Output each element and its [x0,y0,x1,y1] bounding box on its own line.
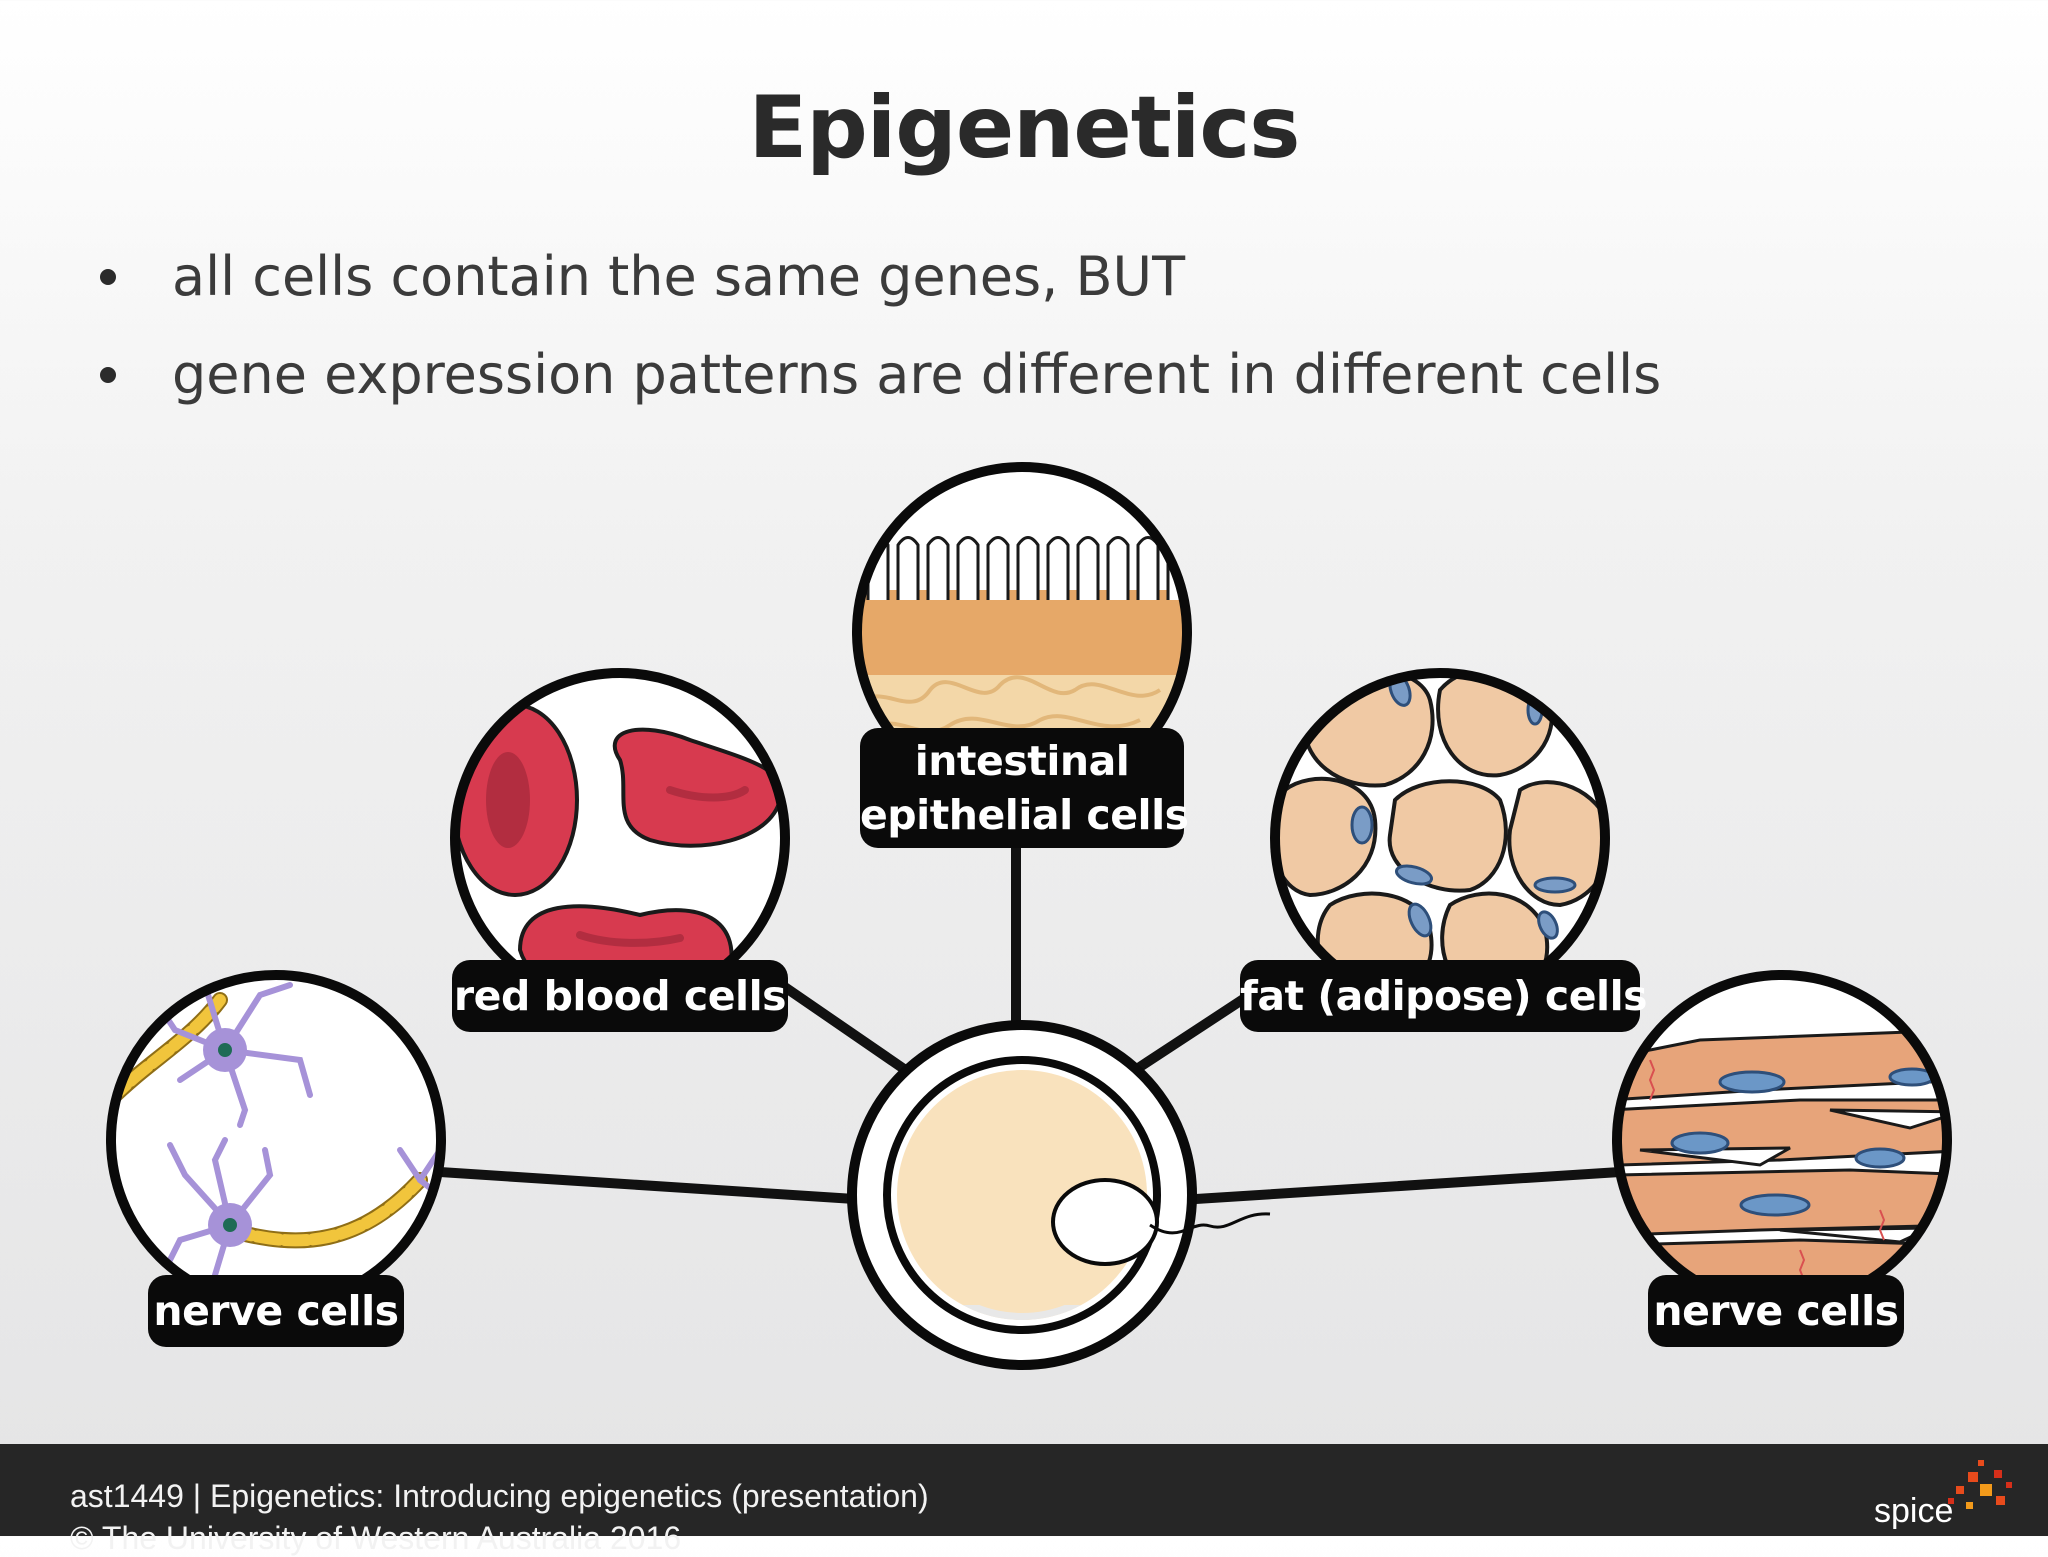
footer-bar: ast1449 | Epigenetics: Introducing epige… [0,1444,2048,1556]
label-text-line1: intestinal [914,737,1130,785]
bullet-item: all cells contain the same genes, BUT [96,228,1661,326]
spice-logo-text: spice [1874,1492,1954,1530]
spice-logo: spice [1868,1452,2018,1536]
label-nerve-cells-right: nerve cells [1648,1275,1904,1347]
label-text-line2: epithelial cells [860,791,1189,839]
label-text: red blood cells [453,972,787,1020]
red-blood-cell-icon [450,668,790,1008]
connector-nerve-left [435,1167,875,1205]
sperm-icon [1051,1178,1271,1266]
label-red-blood-cells: red blood cells [452,960,788,1032]
cell-differentiation-diagram [106,462,1952,1370]
fat-cell-icon [1270,668,1610,1008]
label-fat-adipose-cells: fat (adipose) cells [1240,960,1648,1032]
label-nerve-cells-left: nerve cells [148,1275,404,1347]
label-text: fat (adipose) cells [1240,972,1648,1020]
label-text: nerve cells [1653,1287,1899,1335]
label-text: nerve cells [153,1287,399,1335]
slide-title: Epigenetics [748,78,1301,178]
bullet-text: all cells contain the same genes, BUT [172,245,1186,308]
intestinal-epithelium-icon [852,462,1192,802]
bullet-dot-icon [100,269,116,285]
spice-burst-icon [1948,1460,2012,1509]
bullet-list: all cells contain the same genes, BUT ge… [96,228,1661,424]
fertilized-egg-icon [847,1020,1271,1370]
nerve-cell-icon [106,970,446,1310]
footer-citation: ast1449 | Epigenetics: Introducing epige… [70,1478,929,1514]
label-intestinal-epithelial-cells: intestinal epithelial cells [860,728,1189,848]
connector-nerve-right [1175,1167,1625,1205]
footer-copyright: © The University of Western Australia 20… [70,1520,682,1556]
muscle-fiber-icon [1612,970,1952,1310]
bullet-dot-icon [100,367,116,383]
bullet-text: gene expression patterns are different i… [172,343,1662,406]
bullet-item: gene expression patterns are different i… [96,326,1661,424]
